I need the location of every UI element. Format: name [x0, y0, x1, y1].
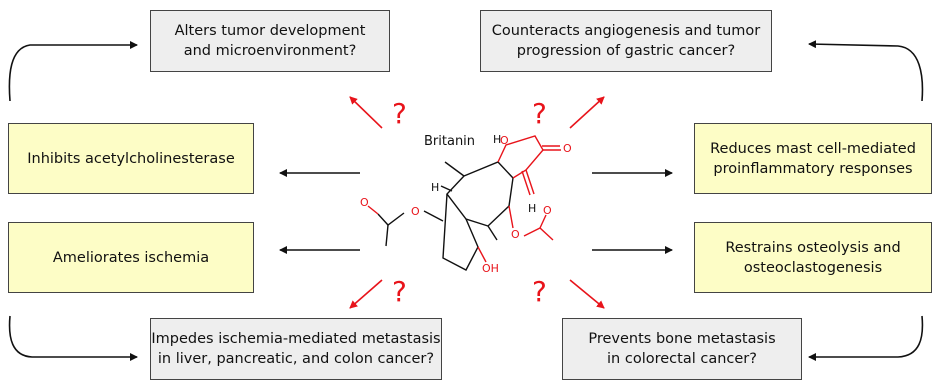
- atom-h-top: H: [493, 133, 501, 146]
- box-impedes-metastasis: Impedes ischemia-mediated metastasis in …: [150, 318, 442, 380]
- curved-arrow-bottom-left: [8, 315, 138, 361]
- britanin-structure: [377, 161, 514, 271]
- atom-o-carbonyl-left: O: [360, 196, 369, 209]
- box-inhibits-ache-text: Inhibits acetylcholinesterase: [27, 150, 235, 167]
- atom-h-right: H: [528, 202, 536, 215]
- atom-oh: OH: [482, 262, 499, 275]
- question-mark-bottom-right: ?: [532, 275, 547, 308]
- box-counteracts-angiogenesis-text: Counteracts angiogenesis and tumor progr…: [491, 23, 761, 59]
- box-counteracts-angiogenesis: Counteracts angiogenesis and tumor progr…: [480, 10, 772, 72]
- question-mark-top-left: ?: [392, 97, 407, 130]
- atom-o-carbonyl-right: O: [543, 204, 552, 217]
- question-mark-top-right: ?: [532, 97, 547, 130]
- britanin-heteroatoms: [367, 135, 561, 263]
- box-reduces-mast-cell-text: Reduces mast cell-mediated proinflammato…: [710, 140, 916, 177]
- box-restrains-osteolysis: Restrains osteolysis and osteoclastogene…: [694, 222, 932, 293]
- box-ameliorates-ischemia-text: Ameliorates ischemia: [52, 249, 210, 266]
- box-reduces-mast-cell: Reduces mast cell-mediated proinflammato…: [694, 123, 932, 194]
- atom-o-ester-left: O: [411, 205, 420, 218]
- red-arrow-top-left: [349, 96, 383, 129]
- red-arrow-bottom-left: [349, 279, 383, 309]
- box-prevents-bone-metastasis-text: Prevents bone metastasis in colorectal c…: [588, 331, 776, 367]
- curved-arrow-top-right: [808, 40, 924, 102]
- curved-arrow-top-left: [8, 41, 138, 102]
- atom-h-left: H: [431, 181, 439, 194]
- box-impedes-metastasis-text: Impedes ischemia-mediated metastasis in …: [151, 331, 441, 367]
- red-arrow-bottom-right: [569, 279, 605, 309]
- box-prevents-bone-metastasis: Prevents bone metastasis in colorectal c…: [562, 318, 802, 380]
- atom-o-lactone: O: [500, 134, 509, 147]
- box-alters-tumor-text: Alters tumor development and microenviro…: [174, 23, 366, 59]
- question-mark-bottom-left: ?: [392, 275, 407, 308]
- red-arrow-top-right: [569, 96, 605, 129]
- box-inhibits-ache: Inhibits acetylcholinesterase: [8, 123, 254, 194]
- box-alters-tumor: Alters tumor development and microenviro…: [150, 10, 390, 72]
- box-ameliorates-ischemia: Ameliorates ischemia: [8, 222, 254, 293]
- atom-o-carbonyl: O: [563, 142, 572, 155]
- curved-arrow-bottom-right: [808, 315, 924, 361]
- box-restrains-osteolysis-text: Restrains osteolysis and osteoclastogene…: [725, 239, 901, 276]
- atom-o-ester-right: O: [511, 228, 520, 241]
- molecule-name: Britanin: [424, 134, 476, 149]
